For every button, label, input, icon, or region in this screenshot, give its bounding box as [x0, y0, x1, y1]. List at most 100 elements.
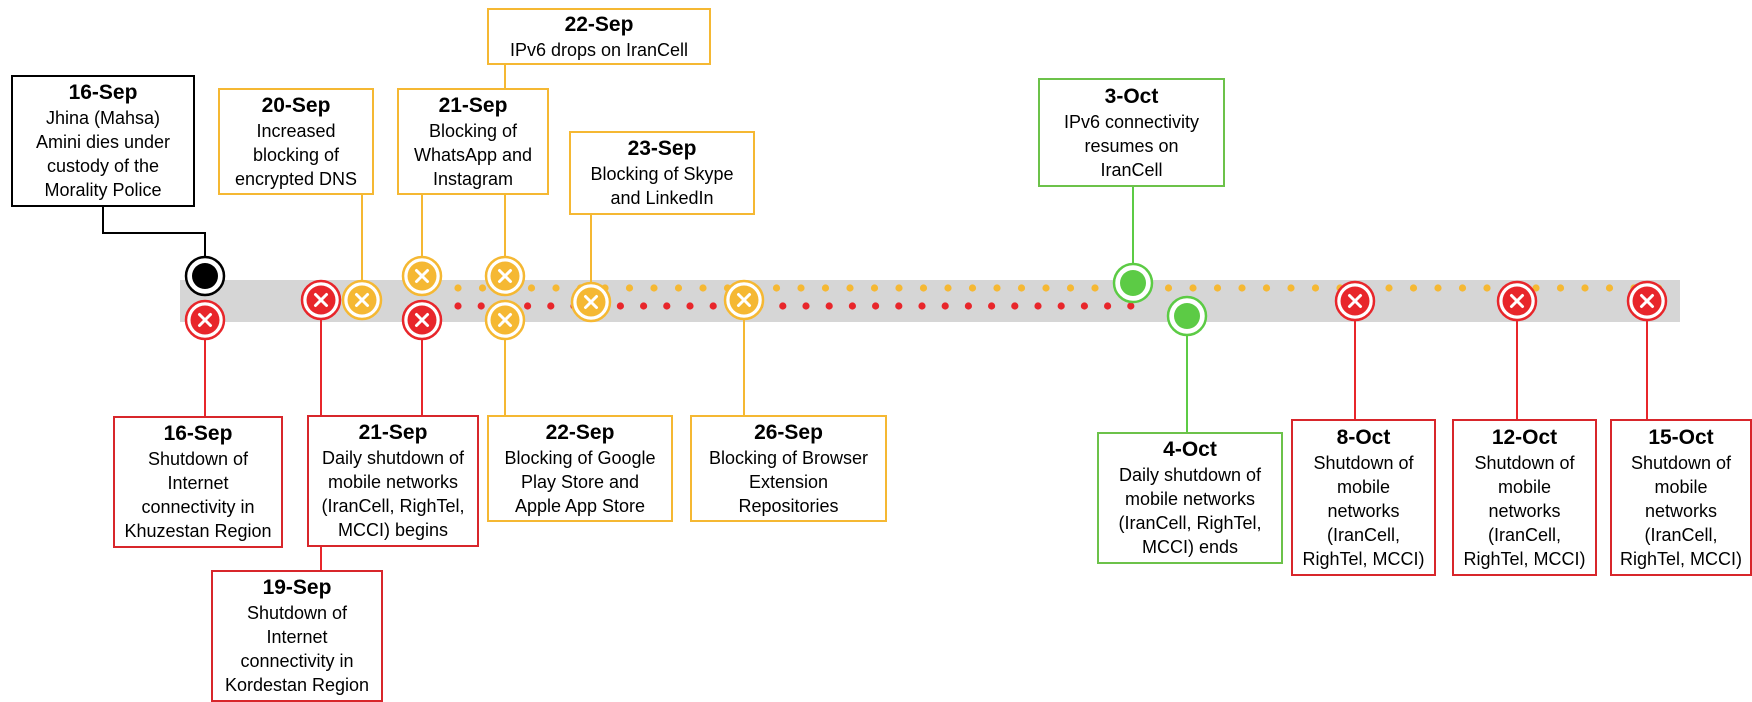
shutdown-period-dot: [872, 302, 880, 310]
blocking-period-dot: [1434, 284, 1442, 292]
blocking-period-dot: [944, 284, 952, 292]
event-date: 16-Sep: [163, 422, 233, 445]
event-box-22sep-app-stores: 22-Sep Blocking of Google Play Store and…: [487, 415, 673, 522]
connector-line: [102, 207, 206, 262]
shutdown-period-dot: [895, 302, 903, 310]
shutdown-period-dot: [454, 302, 462, 310]
event-box-4oct-mobile-ends: 4-Oct Daily shutdown of mobile networks …: [1097, 432, 1283, 564]
blocking-period-dot: [1091, 284, 1099, 292]
event-box-8oct-mobile: 8-Oct Shutdown of mobile networks (IranC…: [1291, 419, 1436, 576]
blocking-period-dot: [1385, 284, 1393, 292]
event-date: 21-Sep: [438, 93, 508, 117]
shutdown-period-dot: [640, 302, 648, 310]
x-icon: [584, 295, 598, 309]
event-description: Shutdown of mobile networks (IranCell, R…: [1619, 452, 1743, 569]
x-icon: [415, 313, 429, 327]
event-description: Blocking of Browser Extension Repositori…: [708, 447, 869, 516]
event-dot-marker: [192, 263, 218, 289]
blocking-period-dot: [1042, 284, 1050, 292]
shutdown-period-dot: [848, 302, 857, 310]
blocking-period-dot: [650, 284, 658, 292]
shutdown-period-dot: [988, 302, 996, 310]
blocking-period-dot: [1287, 284, 1295, 292]
event-box-16sep-amini: 16-Sep Jhina (Mahsa) Amini dies under cu…: [11, 75, 195, 207]
event-date: 22-Sep: [545, 420, 615, 444]
event-description: Shutdown of Internet connectivity in Kor…: [224, 603, 370, 695]
x-icon: [355, 293, 369, 307]
shutdown-period-dot: [686, 302, 694, 310]
blocking-period-dot: [1458, 284, 1467, 292]
shutdown-period-dot: [779, 302, 787, 310]
event-description: Daily shutdown of mobile networks (IranC…: [321, 448, 465, 540]
blocking-period-dot: [1605, 284, 1614, 292]
blocking-period-dot: [1189, 284, 1197, 292]
shutdown-period-dot: [477, 302, 485, 310]
x-icon: [415, 269, 429, 283]
blocking-period-dot: [699, 284, 707, 292]
x-icon: [1348, 294, 1362, 308]
shutdown-period-dot: [941, 302, 949, 310]
shutdown-period-dot: [663, 302, 671, 310]
blocking-period-dot: [993, 284, 1001, 292]
blocking-period-dot: [797, 284, 805, 292]
shutdown-period-dot: [1080, 302, 1088, 310]
event-box-26sep-extensions: 26-Sep Blocking of Browser Extension Rep…: [690, 415, 887, 522]
blocking-period-dot: [1066, 284, 1075, 292]
shutdown-period-dot: [616, 302, 625, 310]
event-box-20sep-dns: 20-Sep Increased blocking of encrypted D…: [218, 88, 374, 195]
event-description: Blocking of Skype and LinkedIn: [590, 164, 734, 208]
blocking-period-dot: [552, 284, 560, 292]
blocking-period-dot: [1311, 284, 1320, 292]
shutdown-period-dot: [524, 302, 532, 310]
blocking-period-dot: [478, 284, 487, 292]
x-icon: [314, 293, 328, 307]
x-icon: [1510, 294, 1524, 308]
blocking-period-dot: [527, 284, 536, 292]
event-box-21sep-mobile-begins: 21-Sep Daily shutdown of mobile networks…: [307, 415, 479, 547]
shutdown-period-dot: [1127, 302, 1135, 310]
event-description: Jhina (Mahsa) Amini dies under custody o…: [35, 108, 171, 200]
blocking-period-dot: [870, 284, 879, 292]
x-icon: [737, 293, 751, 307]
event-box-3oct-ipv6-resumes: 3-Oct IPv6 connectivity resumes on IranC…: [1038, 78, 1225, 187]
event-box-21sep-whatsapp: 21-Sep Blocking of WhatsApp and Instagra…: [397, 88, 549, 195]
shutdown-period-dot: [1011, 302, 1019, 310]
shutdown-period-dot: [825, 302, 833, 310]
event-description: Blocking of WhatsApp and Instagram: [413, 120, 533, 189]
shutdown-period-dot: [918, 302, 926, 310]
event-description: IPv6 drops on IranCell: [509, 39, 689, 60]
blocking-period-dot: [1213, 284, 1222, 292]
event-box-23sep-skype: 23-Sep Blocking of Skype and LinkedIn: [569, 131, 755, 215]
event-dot-marker: [1120, 270, 1146, 296]
shutdown-period-dot: [1057, 302, 1065, 310]
blocking-period-dot: [1409, 284, 1418, 292]
event-date: 26-Sep: [754, 420, 823, 444]
event-date: 4-Oct: [1163, 438, 1217, 461]
blocking-period-dot: [1164, 284, 1173, 292]
shutdown-period-dot: [547, 302, 555, 310]
event-date: 22-Sep: [564, 12, 634, 36]
event-date: 8-Oct: [1336, 425, 1391, 449]
blocking-period-dot: [1238, 284, 1246, 292]
blocking-period-dot: [968, 284, 977, 292]
blocking-period-dot: [919, 284, 928, 292]
event-date: 23-Sep: [627, 137, 697, 160]
event-box-15oct-mobile: 15-Oct Shutdown of mobile networks (Iran…: [1610, 419, 1752, 576]
event-description: Shutdown of Internet connectivity in Khu…: [124, 449, 272, 541]
shutdown-period-dot: [1034, 302, 1042, 310]
event-box-19sep-kordestan: 19-Sep Shutdown of Internet connectivity…: [211, 570, 383, 702]
event-date: 19-Sep: [262, 576, 332, 599]
event-date: 16-Sep: [68, 81, 138, 104]
blocking-period-dot: [674, 284, 683, 292]
blocking-period-dot: [1532, 284, 1540, 292]
event-date: 15-Oct: [1648, 425, 1714, 449]
event-description: IPv6 connectivity resumes on IranCell: [1063, 111, 1200, 180]
shutdown-period-dot: [709, 302, 717, 310]
event-dot-marker: [1174, 303, 1200, 329]
blocking-period-dot: [1556, 284, 1565, 292]
event-box-16sep-khuzestan: 16-Sep Shutdown of Internet connectivity…: [113, 416, 283, 548]
event-date: 12-Oct: [1491, 425, 1558, 449]
blocking-period-dot: [846, 284, 854, 292]
